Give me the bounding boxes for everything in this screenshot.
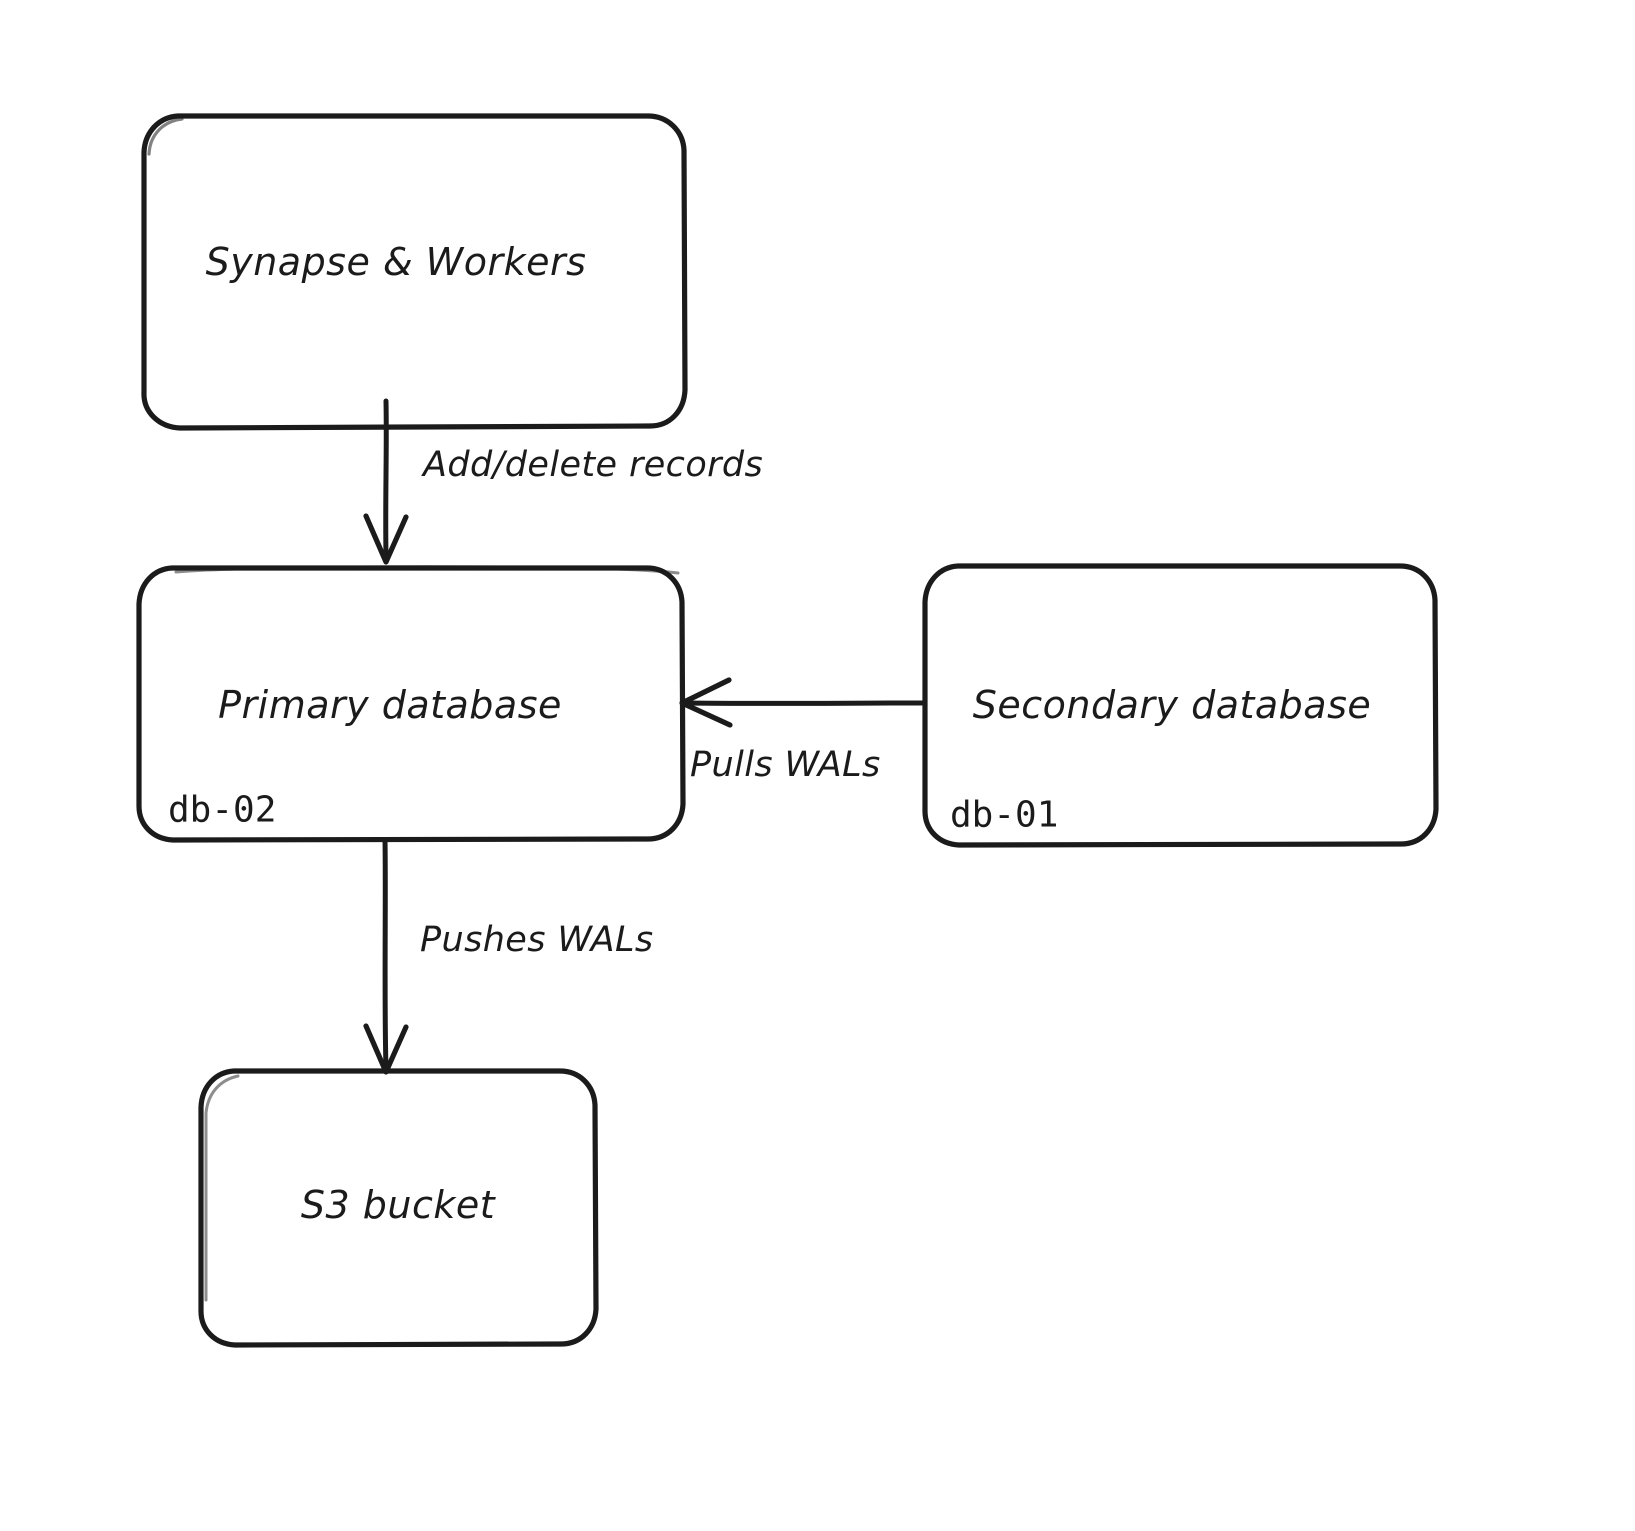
node-s3-bucket-shape[interactable] <box>198 1068 599 1348</box>
edge-synapse-to-primary <box>363 398 409 565</box>
edge-label-add-delete-records: Add/delete records <box>423 445 764 485</box>
edge-secondary-to-primary <box>679 677 925 728</box>
node-primary-database-shape[interactable] <box>136 565 686 843</box>
node-sublabel-secondary-database: db-01 <box>950 794 1059 836</box>
node-sublabel-primary-database: db-02 <box>168 789 277 831</box>
node-secondary-database-shape[interactable] <box>922 563 1439 848</box>
edge-label-pulls-wals: Pulls WALs <box>690 745 881 785</box>
edge-label-pushes-wals: Pushes WALs <box>420 920 654 960</box>
node-label-secondary-database: Secondary database <box>972 683 1372 727</box>
node-label-synapse-workers: Synapse & Workers <box>205 240 587 284</box>
node-synapse-workers-shape[interactable] <box>141 113 688 431</box>
node-label-s3-bucket: S3 bucket <box>300 1183 496 1227</box>
node-label-primary-database: Primary database <box>218 683 562 727</box>
edge-primary-to-s3 <box>363 837 409 1075</box>
